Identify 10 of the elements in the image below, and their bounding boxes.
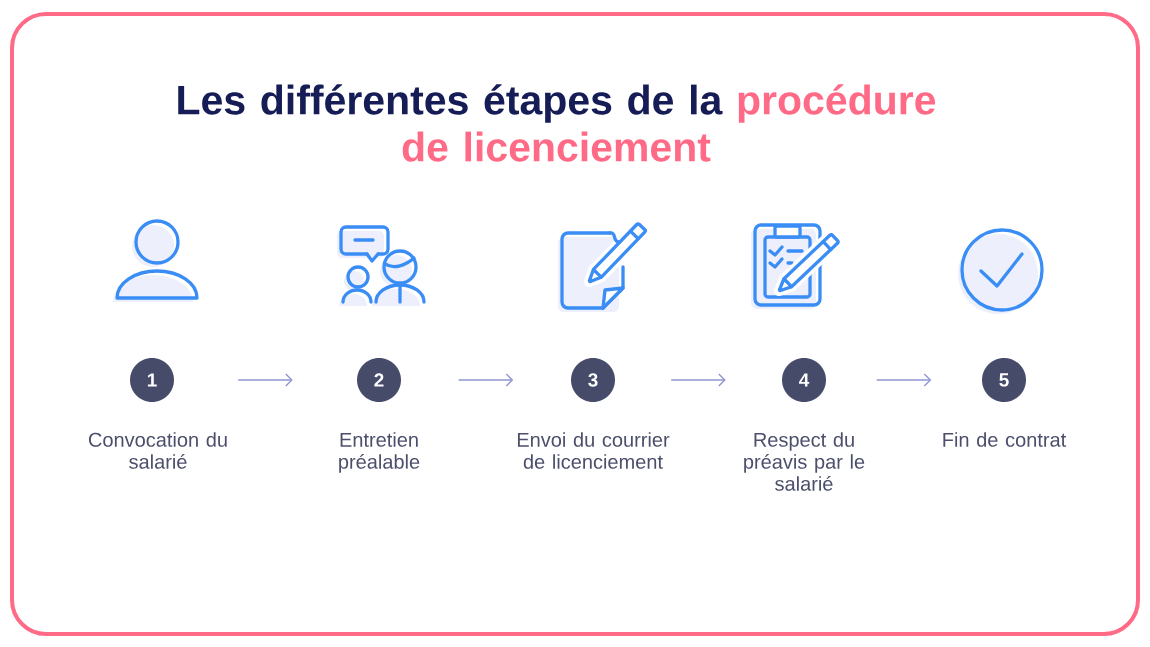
title: Les différentes étapes de la procédure de licenciement: [178, 84, 936, 162]
arrow: [876, 373, 932, 387]
step-caption: Fin de contrat: [943, 432, 1067, 447]
step-caption: Entretien préalable: [339, 432, 420, 473]
arrow: [670, 373, 726, 387]
arrow: [458, 373, 514, 387]
step-caption: Envoi du courrier de licenciement: [517, 432, 670, 469]
step-caption: Respect du préavis par le salarié: [744, 432, 865, 491]
step-caption: Convocation du salarié: [89, 432, 227, 469]
arrow: [237, 373, 293, 387]
